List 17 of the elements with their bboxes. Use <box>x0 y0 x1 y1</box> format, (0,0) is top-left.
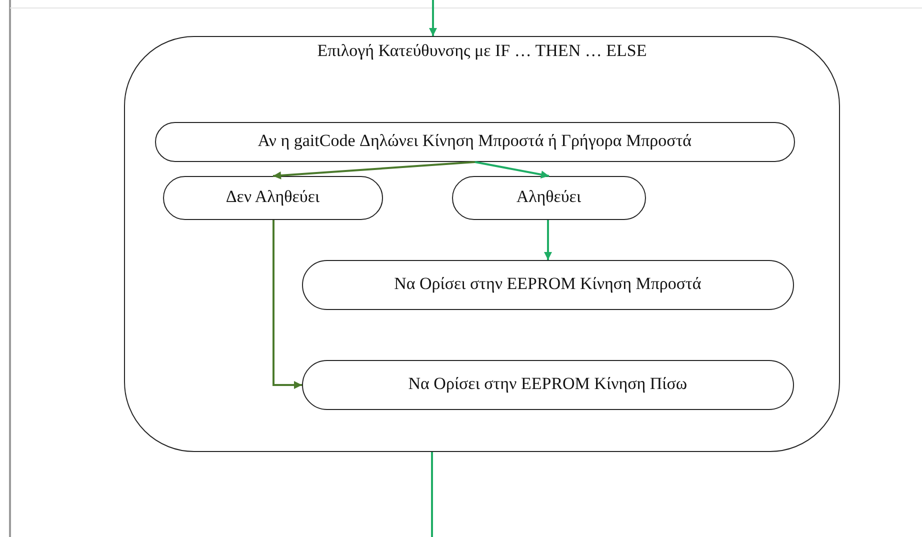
group-container <box>124 36 840 452</box>
node-label: Αληθεύει <box>515 187 582 208</box>
process-box <box>452 176 646 220</box>
process-box <box>162 176 383 220</box>
arrow <box>474 161 550 178</box>
node-label: Να Ορίσει στην EEPROM Κίνηση Μπροστά <box>393 274 702 294</box>
node-label: Δεν Αληθεύει <box>224 187 321 208</box>
arrow <box>544 220 552 260</box>
node-label: Να Ορίσει στην EEPROM Κίνηση Πίσω <box>407 374 688 394</box>
process-box <box>302 260 794 310</box>
arrow <box>272 161 476 180</box>
arrow <box>272 220 302 389</box>
arrow <box>429 0 437 36</box>
node-label: Αν η gaitCode Δηλώνει Κίνηση Μπροστά ή Γρήγορα Μπροστά <box>256 131 693 152</box>
process-box <box>302 360 794 410</box>
process-box <box>154 122 795 162</box>
group-title: Επιλογή Κατεύθυνσης με IF … THEN … ELSE <box>316 41 648 61</box>
